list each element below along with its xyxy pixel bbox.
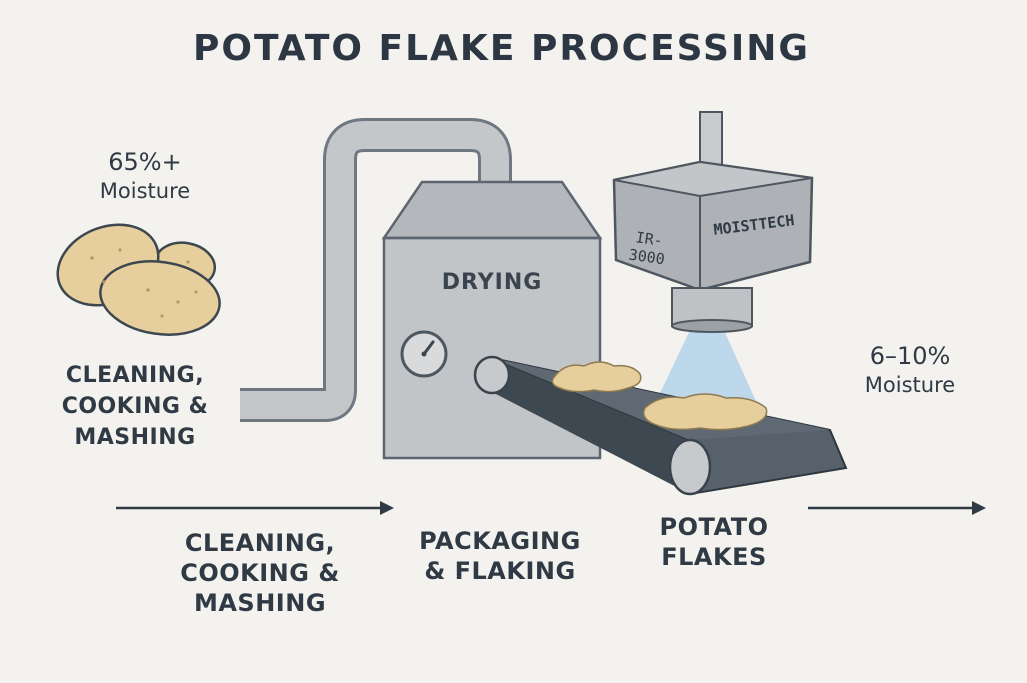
flow-step-cleaning: CLEANING, COOKING & MASHING: [180, 529, 340, 617]
duct-pipe: [240, 118, 512, 422]
potato-flakes-on-belt: [551, 361, 768, 431]
input-moisture-value: 65%+: [108, 148, 182, 176]
moisture-sensor: [612, 111, 814, 333]
potatoes-illustration: [56, 223, 221, 336]
flow-arrow-1: [116, 501, 394, 515]
page-title: POTATO FLAKE PROCESSING: [193, 28, 810, 69]
left-step-label: CLEANING, COOKING & MASHING: [61, 363, 209, 450]
input-moisture-label: Moisture: [99, 179, 191, 203]
output-moisture-label: Moisture: [864, 373, 956, 397]
output-moisture-value: 6–10%: [869, 342, 951, 370]
flow-step-potato-flakes: POTATO FLAKES: [659, 513, 769, 571]
flow-step-packaging: PACKAGING & FLAKING: [419, 527, 581, 585]
flow-arrow-2: [808, 501, 986, 515]
dryer-label: DRYING: [441, 270, 543, 295]
gauge-icon: [400, 330, 448, 378]
ir-beam: [652, 326, 760, 410]
